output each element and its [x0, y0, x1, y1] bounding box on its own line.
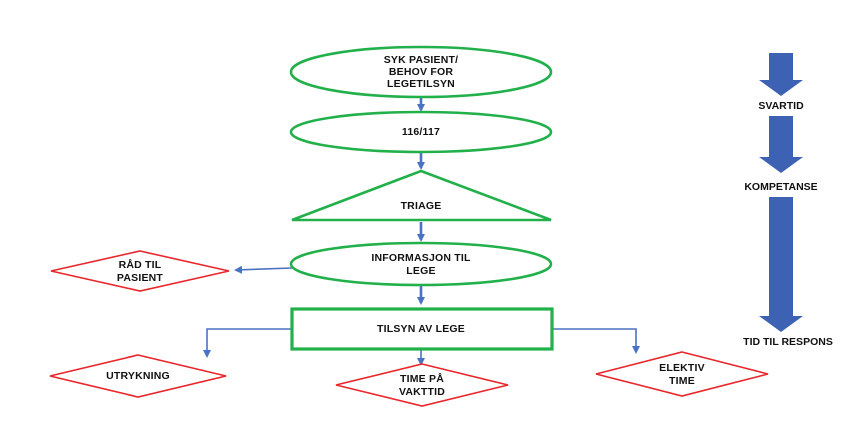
node-elektiv-time: ELEKTIV TIME: [595, 351, 769, 397]
arrow-tilsyn-to-elektiv: [552, 328, 640, 354]
node-triage: TRIAGE: [291, 169, 552, 222]
node-syk-pasient: SYK PASIENT/ BEHOV FOR LEGETILSYN: [289, 45, 553, 99]
node-time-pa-vakttid-line2: VAKTTID: [399, 386, 445, 398]
node-triage-label: TRIAGE: [401, 200, 442, 212]
node-informasjon-line1: INFORMASJON TIL: [371, 252, 471, 264]
node-utrykning: UTRYKNING: [49, 354, 227, 398]
node-rad-line1: RÅD TIL: [119, 258, 162, 271]
side-label-svartid: SVARTID: [758, 100, 804, 112]
side-arrows: SVARTID KOMPETANSE TID TIL RESPONS: [743, 53, 833, 348]
node-utrykning-label: UTRYKNING: [106, 370, 170, 382]
node-informasjon-line2: LEGE: [406, 265, 435, 277]
node-syk-pasient-line3: LEGETILSYN: [387, 78, 455, 90]
side-arrow-svartid: [759, 53, 803, 96]
node-116-117: 116/117: [289, 110, 553, 154]
node-rad-line2: PASIENT: [117, 272, 164, 284]
main-connectors: [203, 96, 640, 366]
node-syk-pasient-line1: SYK PASIENT/: [384, 54, 459, 66]
side-arrow-kompetanse: [759, 116, 803, 173]
side-arrow-tid-til-respons: [759, 197, 803, 332]
node-elektiv-line1: ELEKTIV: [659, 362, 705, 374]
side-label-tid-til-respons: TID TIL RESPONS: [743, 336, 833, 348]
node-tilsyn-av-lege: TILSYN AV LEGE: [290, 307, 554, 351]
node-syk-pasient-line2: BEHOV FOR: [389, 66, 453, 78]
node-tilsyn-label: TILSYN AV LEGE: [377, 323, 465, 335]
node-time-pa-vakttid-line1: TIME PÅ: [400, 372, 444, 385]
node-rad-til-pasient: RÅD TIL PASIENT: [50, 250, 230, 292]
node-116-117-label: 116/117: [402, 126, 440, 138]
node-informasjon-til-lege: INFORMASJON TIL LEGE: [289, 241, 553, 287]
arrow-tilsyn-to-utrykning: [203, 328, 292, 358]
node-elektiv-line2: TIME: [669, 375, 695, 387]
side-label-kompetanse: KOMPETANSE: [744, 181, 817, 193]
node-time-pa-vakttid: TIME PÅ VAKTTID: [335, 363, 509, 407]
arrow-informasjon-to-rad: [234, 265, 293, 274]
